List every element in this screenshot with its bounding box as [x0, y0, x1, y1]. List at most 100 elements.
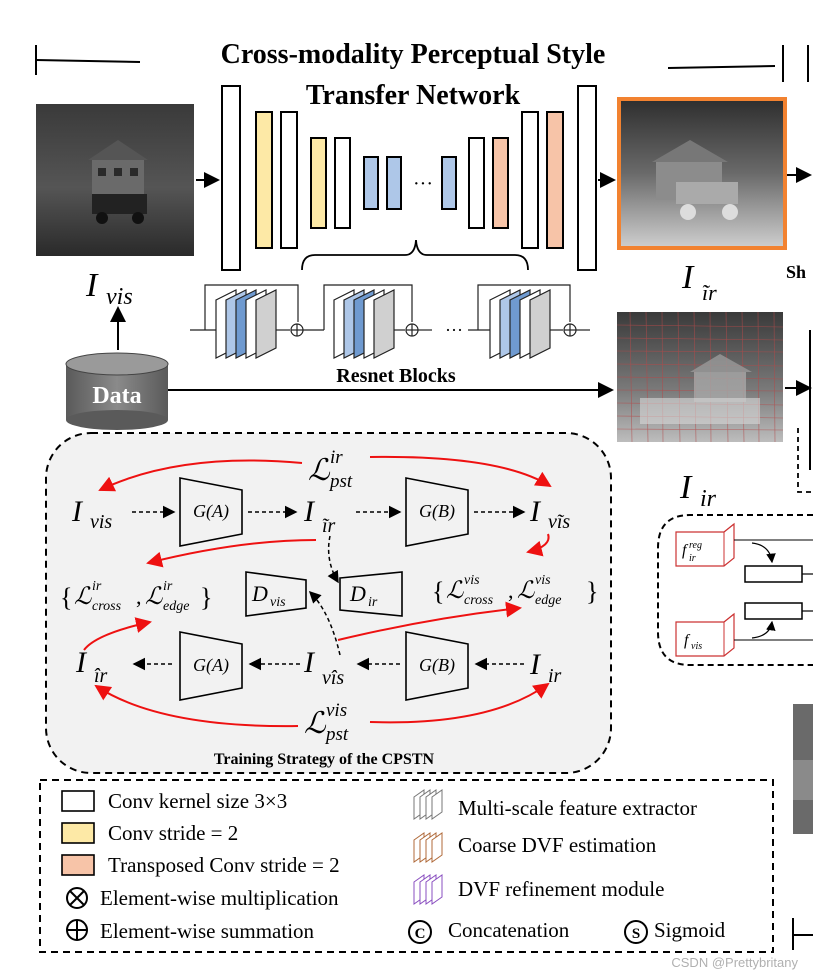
training-strategy-label: Training Strategy of the CPSTN: [214, 751, 435, 768]
legend-stride-label: Conv stride = 2: [108, 821, 238, 845]
generator-a-row1: [179, 477, 243, 547]
legend-multiplication-label: Element-wise multiplication: [100, 886, 339, 910]
svg-text:ℒ: ℒ: [446, 578, 464, 604]
generator-a-row3: [179, 631, 243, 701]
label-i-vis-tilde-row1: I vĩs: [529, 495, 570, 533]
legend-concat-label: Concatenation: [448, 918, 570, 942]
resnet-block: [441, 156, 457, 210]
legend-swatch-transposed: [61, 854, 95, 876]
generator-b-row3: [405, 631, 469, 701]
discriminator-ir-label: D ir: [349, 581, 378, 610]
label-i-ir-right: I ir: [679, 469, 717, 512]
svg-text:ir: ir: [368, 595, 378, 610]
svg-text:I: I: [679, 469, 693, 506]
conv-block: [577, 85, 597, 271]
transposed-conv-block: [546, 111, 564, 249]
svg-text:ir: ir: [689, 553, 696, 564]
svg-text:cross: cross: [92, 599, 122, 614]
svg-text:ĩr: ĩr: [322, 515, 336, 537]
svg-text:,: ,: [508, 578, 514, 603]
svg-text:vis: vis: [535, 573, 551, 588]
svg-text:C: C: [415, 926, 426, 942]
dashed-to-d-ir: [327, 535, 339, 584]
svg-text:cross: cross: [464, 593, 494, 608]
svg-text:{: {: [432, 577, 444, 606]
multiscale-icon: [413, 789, 443, 820]
svg-text:ĩr: ĩr: [702, 280, 717, 305]
red-arrow-to-vis-losses: [337, 601, 522, 641]
legend-conv-label: Conv kernel size 3×3: [108, 789, 287, 813]
svg-text:I: I: [71, 495, 84, 528]
data-label: Data: [92, 383, 141, 409]
svg-text:ir: ir: [163, 579, 173, 594]
svg-text:D: D: [349, 581, 366, 606]
title-line-1: Cross-modality Perceptual Style: [221, 39, 606, 70]
svg-text:I: I: [303, 646, 316, 679]
label-i-ir-tilde-row1: I ĩr: [303, 495, 336, 537]
concat-icon: C: [408, 920, 432, 944]
svg-text:f: f: [684, 632, 691, 649]
svg-text:vis: vis: [691, 641, 702, 652]
transposed-conv-block: [492, 137, 509, 229]
sum-icon: [66, 919, 88, 941]
legend-summation-label: Element-wise summation: [100, 919, 315, 943]
svg-text:D: D: [251, 581, 268, 606]
legend-multiscale-label: Multi-scale feature extractor: [458, 796, 697, 820]
svg-text:ir: ir: [330, 447, 343, 468]
svg-text:I: I: [529, 648, 542, 681]
resnet-ellipsis: ···: [445, 320, 463, 340]
discriminator-vis-label: D vis: [251, 581, 286, 610]
infrared-image: [616, 311, 784, 443]
partial-image-detail: [793, 760, 813, 800]
label-f-vis: f vis: [684, 632, 702, 652]
conv-stride-block: [310, 137, 327, 229]
svg-text:I: I: [303, 495, 316, 528]
legend-swatch-conv: [61, 790, 95, 812]
conv-block: [468, 137, 485, 229]
resnet-block: [363, 156, 379, 210]
loss-pst-vis: ℒ vis pst: [304, 700, 349, 745]
svg-text:pst: pst: [328, 471, 353, 492]
resnet-block: [386, 156, 402, 210]
svg-text:{: {: [60, 583, 72, 612]
generator-b-label: G(B): [419, 501, 455, 522]
svg-text:îr: îr: [94, 665, 108, 687]
svg-text:}: }: [200, 583, 212, 612]
legend-sigmoid-label: Sigmoid: [654, 918, 726, 942]
label-i-ir-hat-row3: I îr: [75, 646, 108, 687]
ir-dashed-path: [797, 428, 813, 493]
svg-text:,: ,: [136, 584, 142, 609]
svg-text:edge: edge: [163, 599, 189, 614]
svg-text:I: I: [85, 267, 99, 304]
svg-text:ℒ: ℒ: [308, 454, 331, 487]
red-arrow-pst-left: [98, 459, 303, 492]
red-arrow-to-ir-losses: [146, 539, 317, 568]
label-f-ir-reg: f reg ir: [682, 540, 702, 564]
generator-network: [221, 85, 597, 271]
visible-input-image: [36, 104, 194, 256]
legend-box: [39, 779, 774, 953]
label-i-vis-hat-row3: I vîs: [303, 646, 344, 689]
svg-text:vis: vis: [326, 700, 347, 721]
svg-text:vîs: vîs: [322, 667, 344, 689]
svg-text:ℒ: ℒ: [145, 584, 163, 610]
generator-a-label: G(A): [193, 501, 229, 522]
loss-ir-cross-edge: { ℒ ir cross , ℒ ir edge }: [60, 579, 212, 614]
legend-swatch-stride: [61, 822, 95, 844]
svg-text:edge: edge: [535, 593, 561, 608]
resnet-brace: [301, 239, 529, 271]
resnet-blocks-label: Resnet Blocks: [336, 365, 456, 387]
svg-text:f: f: [682, 542, 689, 559]
svg-text:vis: vis: [270, 595, 286, 610]
red-arrow-pst-vis-left: [94, 684, 299, 728]
label-i-vis-top: I vis: [85, 267, 133, 310]
generator-b-label-row3: G(B): [419, 655, 455, 676]
red-arrow-vis-tilde: [526, 533, 550, 557]
svg-text:ir: ir: [700, 486, 717, 512]
red-arrow-pst-vis-right: [369, 682, 550, 724]
legend-refine-label: DVF refinement module: [458, 877, 664, 901]
svg-text:reg: reg: [689, 540, 702, 551]
generator-b-row1: [405, 477, 469, 547]
svg-text:ℒ: ℒ: [517, 578, 535, 604]
